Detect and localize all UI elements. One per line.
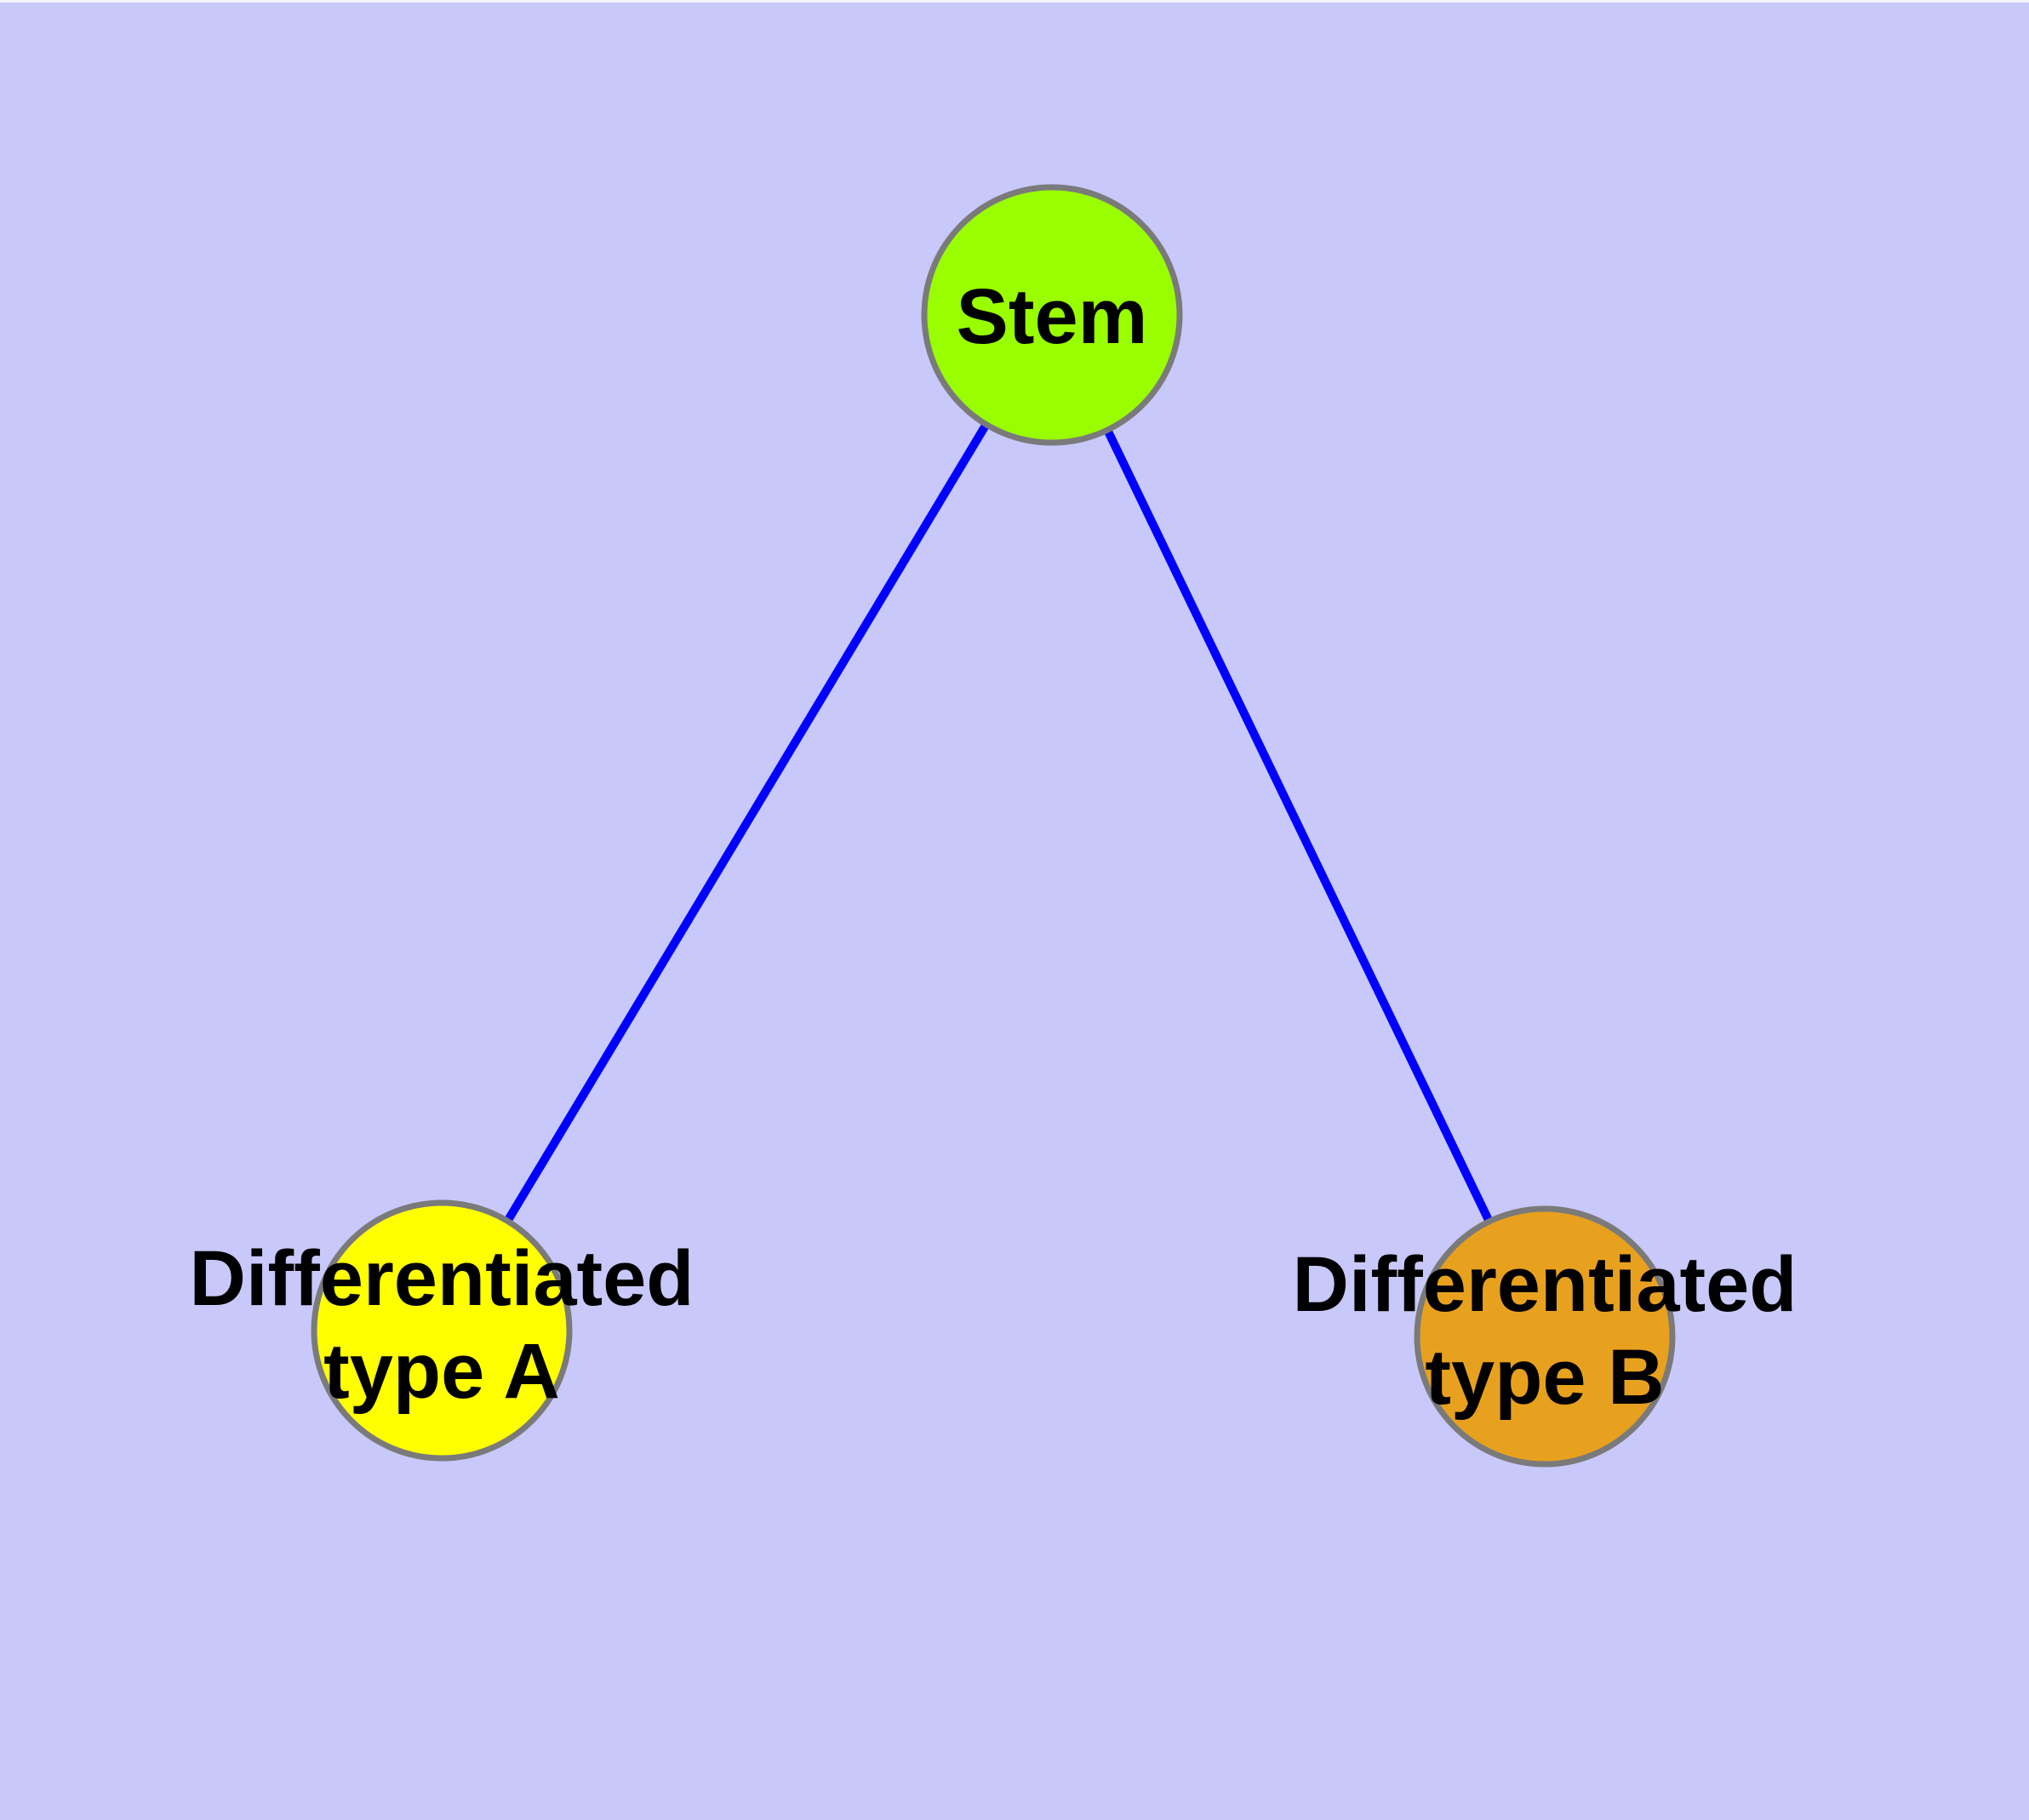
type-b-node-label-line1: Differentiated bbox=[1293, 1241, 1798, 1328]
edge-stem-to-type-b bbox=[1048, 312, 1549, 1339]
type-b-node-label-line2: type B bbox=[1425, 1334, 1664, 1421]
edges-layer bbox=[437, 312, 1549, 1339]
nodes-layer bbox=[311, 184, 1676, 1468]
type-a-node-label-line1: Differentiated bbox=[190, 1235, 694, 1322]
type-a-node-circle bbox=[311, 1199, 573, 1462]
edge-stem-to-type-a bbox=[437, 312, 1056, 1333]
stem-node-label: Stem bbox=[957, 273, 1148, 360]
type-b-node-circle bbox=[1414, 1205, 1676, 1468]
labels-layer: Stem Differentiated type A Differentiate… bbox=[190, 273, 1798, 1421]
type-a-node-label-line2: type A bbox=[323, 1328, 560, 1415]
stem-node-circle bbox=[921, 184, 1183, 446]
top-edge-highlight bbox=[0, 0, 2029, 3]
